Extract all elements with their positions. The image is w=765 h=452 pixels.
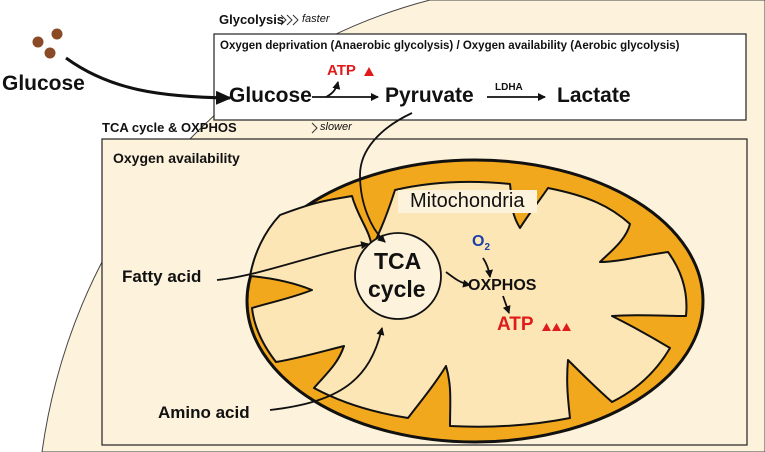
o2-base: O <box>472 233 485 250</box>
lactate-label: Lactate <box>557 84 631 107</box>
tca-speed: slower <box>320 121 352 133</box>
o2-subscript: 2 <box>484 242 491 254</box>
mitochondrion <box>245 158 705 444</box>
tca-condition: Oxygen availability <box>113 150 240 166</box>
fatty-acid-label: Fatty acid <box>122 267 202 286</box>
arrow-oxphos-to-atp <box>502 295 511 314</box>
pyruvate-label: Pyruvate <box>385 84 474 107</box>
atp-triangles <box>542 323 571 331</box>
arrow-glucose-entry <box>65 56 232 105</box>
tca-circle <box>354 232 442 320</box>
mitochondria-label: Mitochondria <box>398 190 537 213</box>
atp-triangle <box>552 323 561 331</box>
arrow-amino-acid-to-tca <box>269 327 385 411</box>
tca-cycle-line2: cycle <box>368 276 426 302</box>
glycolysis-box <box>213 33 747 121</box>
glucose-particle <box>51 28 63 40</box>
atp-triangle-small <box>364 67 374 76</box>
arrow-tca-to-oxphos <box>445 271 471 288</box>
glycolysis-glucose: Glucose <box>229 84 312 107</box>
atp-triangle <box>562 323 571 331</box>
glycolysis-speed: faster <box>302 13 330 25</box>
tca-section-title: TCA cycle & OXPHOS <box>102 120 237 135</box>
slower-chevron <box>311 122 318 134</box>
glucose-particles <box>32 28 63 59</box>
glucose-particle <box>44 47 56 59</box>
glycolysis-atp: ATP <box>327 62 356 79</box>
atp-triangle <box>542 323 551 331</box>
oxphos-label: OXPHOS <box>468 277 537 294</box>
o2-label: O2 <box>472 233 490 253</box>
glucose-particle <box>32 36 44 48</box>
arrow-fatty-acid-to-tca <box>216 241 369 281</box>
tca-cycle-line1: TCA <box>374 248 422 274</box>
glycolysis-title: Glycolysis <box>219 12 285 27</box>
faster-chevrons <box>280 14 299 26</box>
arrow-atp-branch <box>325 81 341 98</box>
arrow-pyruvate-to-tca <box>359 112 413 243</box>
inner-membrane <box>249 181 688 428</box>
glucose-label-outside: Glucose <box>2 72 85 95</box>
oxphos-atp: ATP <box>497 314 534 335</box>
amino-acid-label: Amino acid <box>158 403 250 422</box>
ldha-label: LDHA <box>495 82 523 93</box>
glycolysis-condition: Oxygen deprivation (Anaerobic glycolysis… <box>220 40 680 52</box>
arrow-o2-to-oxphos <box>482 257 493 278</box>
